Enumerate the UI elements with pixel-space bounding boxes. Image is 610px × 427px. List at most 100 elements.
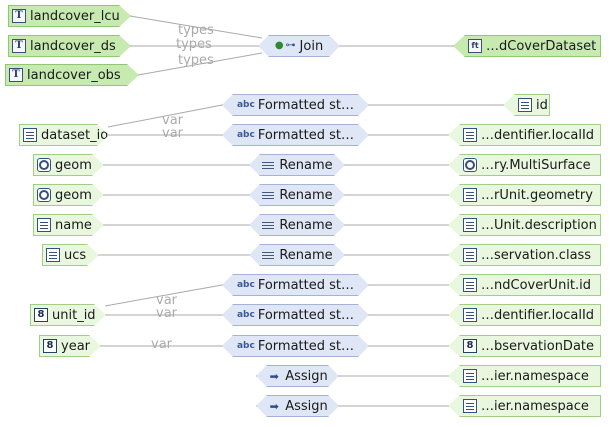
property-icon bbox=[463, 399, 477, 413]
property-icon bbox=[463, 278, 477, 292]
function-rename[interactable]: Rename bbox=[249, 244, 345, 266]
geometry-icon bbox=[37, 158, 51, 172]
target-label: …ier.namespace bbox=[481, 398, 589, 414]
join-icon: ●⊶ bbox=[274, 40, 296, 51]
target-property-multisurface[interactable]: …ry.MultiSurface bbox=[448, 154, 601, 176]
edge-datasetid-fmt1 bbox=[107, 104, 223, 128]
target-label: …rUnit.geometry bbox=[481, 187, 593, 203]
edge-label-var: var bbox=[151, 337, 173, 352]
function-assign[interactable]: ➡ Assign bbox=[256, 365, 339, 387]
target-property-observation-date[interactable]: 8 …bservationDate bbox=[448, 335, 601, 357]
target-property-geometry[interactable]: …rUnit.geometry bbox=[448, 184, 601, 206]
abc-icon: abc bbox=[236, 129, 255, 140]
target-label: …ndCoverUnit.id bbox=[481, 277, 592, 293]
property-icon bbox=[463, 218, 477, 232]
function-formatted-string[interactable]: abc Formatted st… bbox=[222, 335, 369, 357]
feature-type-icon: ft bbox=[468, 39, 482, 53]
edge-label-types: types bbox=[178, 53, 214, 68]
geometry-icon bbox=[463, 158, 477, 172]
function-rename[interactable]: Rename bbox=[249, 214, 345, 236]
abc-icon: abc bbox=[236, 279, 255, 290]
property-icon bbox=[463, 308, 477, 322]
target-property-namespace[interactable]: …ier.namespace bbox=[448, 395, 601, 417]
edge-label-var: var bbox=[162, 113, 184, 128]
property-icon bbox=[23, 128, 37, 142]
target-property-description[interactable]: …Unit.description bbox=[448, 214, 601, 236]
type-icon: T bbox=[9, 68, 23, 82]
number-icon: 8 bbox=[43, 339, 57, 353]
function-formatted-string[interactable]: abc Formatted st… bbox=[222, 274, 369, 296]
function-label: Formatted st… bbox=[257, 338, 355, 354]
target-property-localid[interactable]: …dentifier.localId bbox=[448, 124, 601, 146]
abc-icon: abc bbox=[236, 309, 255, 320]
source-property-geom[interactable]: geom bbox=[33, 184, 104, 206]
source-label: landcover_lcu bbox=[30, 8, 120, 24]
property-icon bbox=[46, 248, 60, 262]
target-label: id bbox=[536, 97, 548, 113]
abc-icon: abc bbox=[236, 99, 255, 110]
function-label: Rename bbox=[279, 217, 333, 233]
property-icon bbox=[463, 369, 477, 383]
edge-label-types: types bbox=[178, 23, 214, 38]
edge-lcu-join bbox=[129, 15, 263, 39]
source-label: dataset_id bbox=[41, 127, 109, 143]
source-label: landcover_ds bbox=[30, 38, 116, 54]
function-label: Assign bbox=[285, 398, 328, 414]
target-property-namespace[interactable]: …ier.namespace bbox=[448, 365, 601, 387]
source-type-landcover-lcu[interactable]: T landcover_lcu bbox=[8, 5, 131, 27]
function-label: Rename bbox=[279, 157, 333, 173]
function-label: Formatted st… bbox=[257, 127, 355, 143]
target-label: …dCoverDataset bbox=[486, 38, 597, 54]
source-type-landcover-ds[interactable]: T landcover_ds bbox=[8, 35, 131, 57]
abc-icon: abc bbox=[236, 340, 255, 351]
edge-unitid-fmt3 bbox=[104, 284, 223, 307]
target-label: …servation.class bbox=[481, 247, 592, 263]
function-assign[interactable]: ➡ Assign bbox=[256, 395, 339, 417]
source-property-unit-id[interactable]: 8 unit_id bbox=[30, 304, 106, 326]
function-label: Formatted st… bbox=[257, 307, 355, 323]
number-icon: 8 bbox=[34, 308, 48, 322]
function-label: Formatted st… bbox=[257, 97, 355, 113]
target-label: …ier.namespace bbox=[481, 368, 589, 384]
source-label: ucs bbox=[64, 247, 87, 263]
target-property-unit-id[interactable]: …ndCoverUnit.id bbox=[448, 274, 601, 296]
edge-label-var: var bbox=[162, 126, 184, 141]
edge-obs-join bbox=[137, 52, 263, 76]
source-property-dataset-id[interactable]: dataset_id bbox=[19, 124, 109, 146]
target-label: …ry.MultiSurface bbox=[481, 157, 591, 173]
assign-icon: ➡ bbox=[269, 369, 279, 383]
function-rename[interactable]: Rename bbox=[249, 154, 345, 176]
target-type-landcover-dataset[interactable]: ft …dCoverDataset bbox=[453, 35, 601, 57]
target-label: …bservationDate bbox=[481, 338, 595, 354]
source-label: unit_id bbox=[52, 307, 96, 323]
function-label: Formatted st… bbox=[257, 277, 355, 293]
function-formatted-string[interactable]: abc Formatted st… bbox=[222, 304, 369, 326]
property-icon bbox=[37, 218, 51, 232]
target-property-id[interactable]: id bbox=[503, 94, 550, 116]
function-label: Assign bbox=[285, 368, 328, 384]
source-property-ucs[interactable]: ucs bbox=[42, 244, 99, 266]
function-label: Rename bbox=[279, 187, 333, 203]
rename-icon bbox=[261, 248, 275, 262]
edge-label-var: var bbox=[156, 293, 178, 308]
function-formatted-string[interactable]: abc Formatted st… bbox=[222, 124, 369, 146]
type-icon: T bbox=[12, 9, 26, 23]
function-join[interactable]: ●⊶ Join bbox=[258, 35, 340, 57]
target-label: …Unit.description bbox=[481, 217, 597, 233]
source-label: name bbox=[55, 217, 92, 233]
source-property-year[interactable]: 8 year bbox=[39, 335, 101, 357]
function-formatted-string[interactable]: abc Formatted st… bbox=[222, 94, 369, 116]
source-property-name[interactable]: name bbox=[33, 214, 104, 236]
geometry-icon bbox=[37, 188, 51, 202]
assign-icon: ➡ bbox=[269, 399, 279, 413]
number-icon: 8 bbox=[463, 339, 477, 353]
source-type-landcover-obs[interactable]: T landcover_obs bbox=[5, 64, 139, 86]
source-label: landcover_obs bbox=[27, 67, 121, 83]
property-icon bbox=[463, 188, 477, 202]
function-rename[interactable]: Rename bbox=[249, 184, 345, 206]
target-property-class[interactable]: …servation.class bbox=[448, 244, 601, 266]
source-property-geom[interactable]: geom bbox=[33, 154, 104, 176]
target-property-localid[interactable]: …dentifier.localId bbox=[448, 304, 601, 326]
target-label: …dentifier.localId bbox=[481, 307, 595, 323]
